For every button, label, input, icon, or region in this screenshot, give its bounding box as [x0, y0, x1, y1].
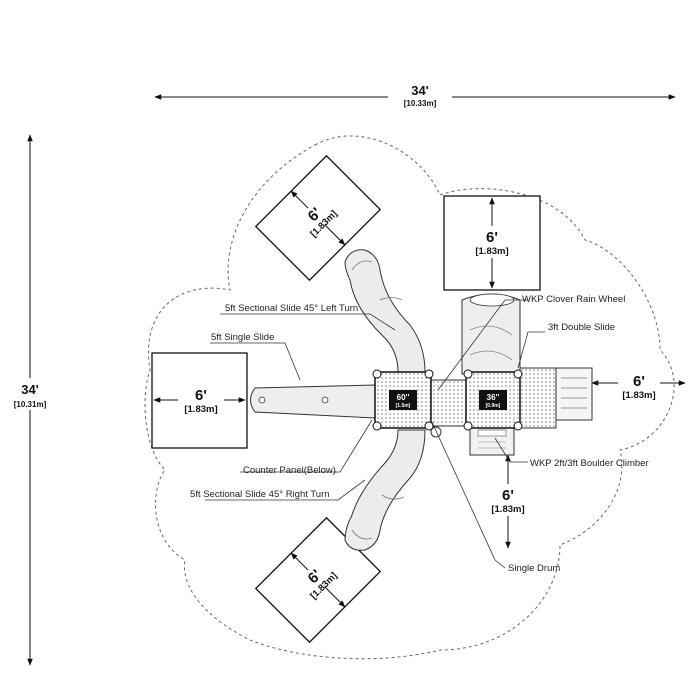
sectional-slide-left [344, 249, 426, 373]
overall-height-ft: 34' [21, 382, 39, 397]
label-slide-45-right: 5ft Sectional Slide 45° Right Turn [190, 489, 330, 500]
clearance-e-m: [1.83m] [622, 390, 655, 401]
clearance-w-ft: 6' [195, 387, 207, 404]
label-single-drum: Single Drum [508, 563, 560, 574]
overall-width-ft: 34' [411, 83, 429, 98]
clover-rain-wheel [461, 293, 521, 375]
clearance-zone-sw: 6' [1.83m] [254, 516, 382, 644]
connecting-bridge [429, 379, 467, 427]
clearance-e: 6' [1.83m] [591, 372, 686, 402]
clearance-s: 6' [1.83m] [486, 454, 530, 549]
label-single-slide: 5ft Single Slide [211, 332, 274, 343]
overall-width-m: [10.33m] [404, 99, 437, 108]
clearance-s-m: [1.83m] [491, 504, 524, 515]
clearance-zone-w: 6' [1.83m] [151, 352, 248, 449]
deck-left-metric: [1.5m] [396, 403, 411, 409]
boulder-climber [469, 424, 515, 456]
clearance-zone-n: 6' [1.83m] [443, 195, 541, 291]
label-slide-45-left: 5ft Sectional Slide 45° Left Turn [225, 303, 358, 314]
clearance-n-ft: 6' [486, 229, 498, 246]
double-slide [519, 367, 593, 429]
single-slide [250, 384, 376, 419]
deck-left-height: 60'' [397, 393, 410, 402]
single-drum [430, 426, 442, 438]
clearance-e-ft: 6' [633, 373, 645, 390]
deck-right: 36'' [0.9m] [463, 369, 523, 431]
clearance-n-m: [1.83m] [475, 246, 508, 257]
deck-right-height: 36'' [487, 393, 500, 402]
sectional-slide-right [344, 429, 426, 551]
overall-height-m: [10.31m] [14, 400, 47, 409]
clearance-s-ft: 6' [502, 487, 514, 504]
label-counter-panel: Counter Panel(Below) [243, 465, 336, 476]
clearance-w-m: [1.83m] [184, 404, 217, 415]
label-clover-rain-wheel: WKP Clover Rain Wheel [522, 294, 625, 305]
label-boulder-climber: WKP 2ft/3ft Boulder Climber [530, 458, 649, 469]
clearance-zone-nw: 6' [1.83m] [254, 154, 382, 282]
use-zone-outline [144, 135, 675, 660]
callout-lines [205, 299, 545, 569]
deck-right-metric: [0.9m] [486, 403, 501, 409]
label-double-slide: 3ft Double Slide [548, 322, 615, 333]
deck-left: 60'' [1.5m] [372, 369, 434, 431]
